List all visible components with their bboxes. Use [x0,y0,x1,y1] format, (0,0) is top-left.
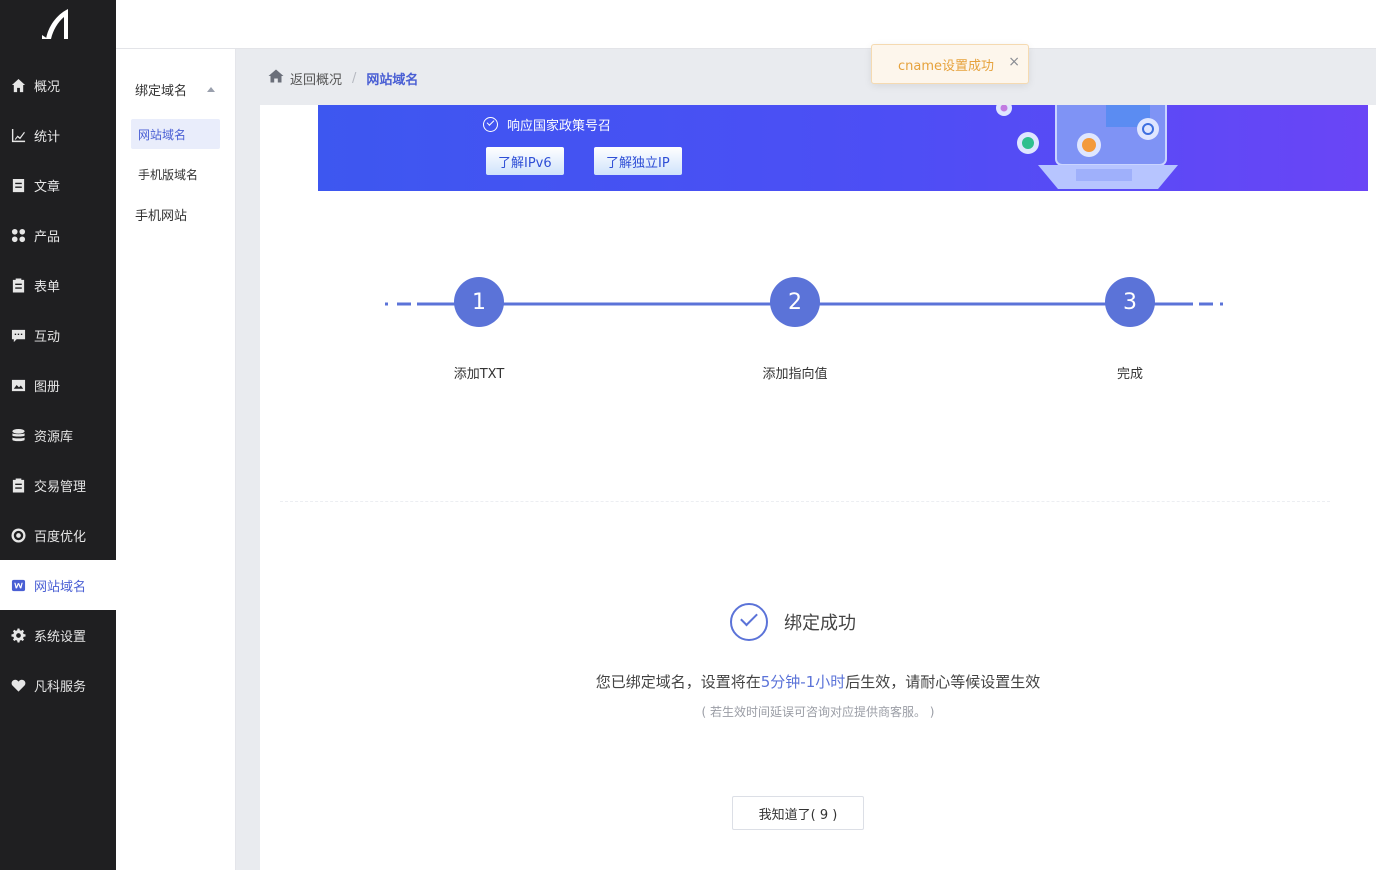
logo-icon [42,9,68,39]
step-label: 添加指向值 [762,367,828,382]
sidebar-item-interaction[interactable]: 互动 [0,310,116,360]
sidebar-item-label: 表单 [34,279,61,295]
sidebar-item-articles[interactable]: 文章 [0,160,116,210]
message-text: 您已绑定域名，设置将在 [595,673,761,691]
sidebar-item-label: 交易管理 [34,479,87,495]
sidebar-item-website-domain[interactable]: 网站域名 [0,560,116,610]
sidebar-nav: 概况 统计 文章 产品 表单 互动 图册 资源库 [0,60,116,710]
banner-notice-text: 响应国家政策号召 [507,119,612,134]
step-3: 3 完成 [1104,277,1156,382]
step-1: 1 添加TXT [453,277,505,382]
w-icon [10,577,26,593]
promo-banner: 响应国家政策号召 了解IPv6 了解独立IP [318,105,1368,191]
clipboard-icon [10,477,26,493]
laptop-illustration-icon [996,105,1178,189]
sidebar-item-label: 互动 [34,329,61,345]
success-note: ( 若生效时间延误可咨询对应提供商客服。 ) [701,705,935,719]
submenu-item-label: 网站域名 [138,127,187,142]
domain-submenu: 绑定域名 网站域名 手机版域名 手机网站 [116,49,236,870]
chart-icon [10,127,26,143]
target-icon [10,527,26,543]
close-icon[interactable]: × [1008,54,1020,70]
banner-notice: 响应国家政策号召 [483,115,611,134]
chevron-up-icon [207,86,215,92]
learn-dedicated-ip-button[interactable]: 了解独立IP [594,147,682,175]
sidebar-item-label: 概况 [34,79,61,95]
sidebar-item-label: 系统设置 [34,629,87,645]
got-it-button[interactable]: 我知道了( 9 ) [732,796,864,830]
image-icon [10,377,26,393]
step-2: 2 添加指向值 [762,277,828,382]
sidebar-item-forms[interactable]: 表单 [0,260,116,310]
main-panel: 响应国家政策号召 了解IPv6 了解独立IP [260,105,1376,870]
sidebar-item-baidu-seo[interactable]: 百度优化 [0,510,116,560]
sidebar-item-products[interactable]: 产品 [0,210,116,260]
submenu-header-bind-domain[interactable]: 绑定域名 [116,69,235,109]
step-label: 添加TXT [453,367,505,382]
breadcrumb-current: 网站域名 [366,72,419,88]
success-check-icon [730,603,768,641]
toast-message: cname设置成功 [898,58,995,74]
message-text: 后生效，请耐心等候设置生效 [845,673,1041,691]
sidebar-item-label: 网站域名 [34,579,87,595]
section-divider [280,501,1330,502]
sidebar-item-label: 统计 [34,129,61,145]
check-circle-icon [483,117,498,132]
success-title: 绑定成功 [784,613,856,634]
sidebar-item-services[interactable]: 凡科服务 [0,660,116,710]
step-number: 3 [1105,277,1155,327]
sidebar-item-label: 产品 [34,229,61,245]
sidebar-item-overview[interactable]: 概况 [0,60,116,110]
chat-icon [10,327,26,343]
breadcrumb-back-link[interactable]: 返回概况 [290,72,343,88]
submenu-item-mobile-site[interactable]: 手机网站 [131,199,220,229]
submenu-item-mobile-domain[interactable]: 手机版域名 [131,159,220,189]
step-number: 2 [770,277,820,327]
sidebar-item-label: 资源库 [34,429,74,445]
submenu-item-website-domain[interactable]: 网站域名 [131,119,220,149]
submenu-item-label: 手机版域名 [138,167,199,182]
document-icon [10,177,26,193]
database-icon [10,427,26,443]
sidebar-item-label: 图册 [34,379,61,395]
sidebar-item-label: 凡科服务 [34,679,87,695]
gear-icon [10,627,26,643]
submenu-item-label: 手机网站 [135,208,188,224]
sidebar-item-transactions[interactable]: 交易管理 [0,460,116,510]
learn-ipv6-button[interactable]: 了解IPv6 [486,147,564,175]
home-icon [268,69,290,87]
grid-icon [10,227,26,243]
sidebar-item-label: 百度优化 [34,529,87,545]
clipboard-icon [10,277,26,293]
home-icon [10,77,26,93]
step-number: 1 [454,277,504,327]
main-sidebar: 概况 统计 文章 产品 表单 互动 图册 资源库 [0,0,116,870]
success-message: 您已绑定域名，设置将在5分钟-1小时后生效，请耐心等候设置生效 [260,671,1376,692]
brand-logo[interactable] [0,0,116,50]
sidebar-item-label: 文章 [34,179,61,195]
sidebar-item-gallery[interactable]: 图册 [0,360,116,410]
toast-notification: cname设置成功 × [871,44,1029,84]
success-heading: 绑定成功 [730,603,856,641]
sidebar-item-settings[interactable]: 系统设置 [0,610,116,660]
breadcrumb: 返回概况 / 网站域名 [268,66,418,90]
step-label: 完成 [1116,367,1144,382]
breadcrumb-separator: / [352,70,357,86]
sidebar-item-stats[interactable]: 统计 [0,110,116,160]
sidebar-item-resources[interactable]: 资源库 [0,410,116,460]
submenu-header-label: 绑定域名 [135,83,188,99]
message-highlight: 5分钟-1小时 [760,673,846,691]
heart-icon [10,677,26,693]
progress-steps: 1 添加TXT 2 添加指向值 3 完成 [385,277,1225,387]
top-header [116,0,1376,49]
